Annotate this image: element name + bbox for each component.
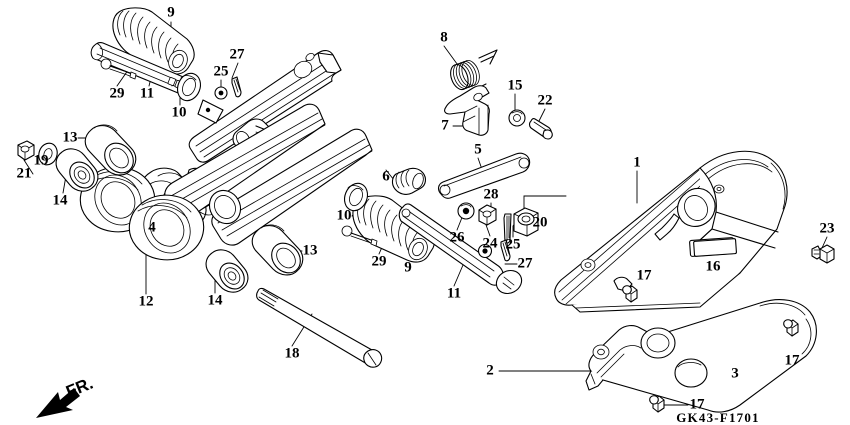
part-2-chain-case-lower [585,299,817,413]
callout-6: 6 [382,168,390,185]
callout-24: 24 [482,235,498,252]
callout-16: 16 [705,258,721,275]
part-29-cotter-pin-lower [341,225,378,247]
part-13-collar-lower [251,224,304,276]
callout-12: 12 [138,293,154,310]
callout-27-top: 27 [229,46,245,63]
callout-13-upper: 13 [62,129,78,146]
part-10-collar-top [176,72,202,102]
callout-17-b: 17 [784,352,800,369]
part-14-bushing-lower [205,249,249,293]
callout-26: 26 [449,229,465,246]
part-27-cotter-pin-top [231,76,242,98]
callout-18: 18 [284,345,300,362]
part-9-footpeg-rubber-lower [352,195,435,263]
part-13-collar-upper [84,124,137,176]
part-21-nut [17,140,35,161]
part-8-return-spring [450,49,498,91]
fr-direction-arrow [36,388,80,418]
part-11-pivot-pin-top [90,42,196,97]
part-7-stopper-arm [444,85,490,136]
callout-9-lower: 9 [404,259,412,276]
callout-10-lower: 10 [336,207,352,224]
callout-11-lower: 11 [446,285,462,302]
callout-13-lower: 13 [302,242,318,259]
callout-10-top: 10 [171,104,187,121]
callout-22: 22 [537,92,553,109]
callout-7: 7 [441,117,449,134]
callout-14-lower: 14 [207,292,223,309]
callout-3: 3 [731,365,739,382]
callout-14-left: 14 [52,192,68,209]
part-1-chain-case-upper [554,150,788,313]
part-14-bushing-left [55,148,99,192]
part-17-screw-b [783,319,799,337]
callout-11-top: 11 [139,85,155,102]
part-27-cotter-pin-lower [500,239,511,262]
callout-28: 28 [483,186,499,203]
callout-27-lower: 27 [517,255,533,272]
part-9-footpeg-rubber-top [112,7,195,75]
part-12-swingarm-second-arm [128,128,373,261]
part-12-swingarm-left-arm [79,103,326,233]
part-18-long-bolt [256,287,383,368]
part-17-screw-c [649,395,665,413]
callout-4: 4 [148,219,156,236]
callout-15: 15 [507,77,523,94]
part-11-pivot-shaft-lower [398,203,523,295]
callout-5: 5 [474,141,482,158]
callout-25-top: 25 [213,63,229,80]
part-22-bolt [528,118,553,140]
part-23-screw [811,244,835,264]
part-16-caution-label [693,238,737,257]
callout-23: 23 [819,220,835,237]
callout-17-a: 17 [636,267,652,284]
callout-29-top: 29 [109,85,125,102]
part-20-lock-nut [513,207,539,237]
part-25-washer-top [214,86,228,100]
callout-8: 8 [440,29,448,46]
part-24-nut [478,204,497,226]
callout-9-top: 9 [167,4,175,21]
swingarm-bearing-hole [208,189,242,225]
part-10-collar-lower [343,182,369,212]
callout-19: 19 [33,152,49,169]
callout-29-lower: 29 [371,253,387,270]
part-5-connecting-rod [438,152,531,199]
swingarm-upper-arm [188,50,342,163]
swingarm-upper-bracket [197,99,224,124]
callout-20: 20 [532,214,548,231]
part-29-cotter-pin-top [100,58,137,80]
diagram-part-number: GK43-F1701 [676,410,760,425]
callout-2: 2 [486,362,494,379]
callout-25-lower: 25 [505,236,521,253]
part-19-washer [38,142,58,166]
part-17-screw-a [622,285,638,303]
part-25-washer-lower [477,243,493,259]
part-6-spring-collar [391,167,426,195]
part-15-washer [508,109,526,127]
callout-1: 1 [633,154,641,171]
callout-21: 21 [16,165,32,182]
part-3-rubber-cap [674,358,708,388]
part-26-washer [457,202,475,220]
callout-17-c: 17 [689,396,705,413]
